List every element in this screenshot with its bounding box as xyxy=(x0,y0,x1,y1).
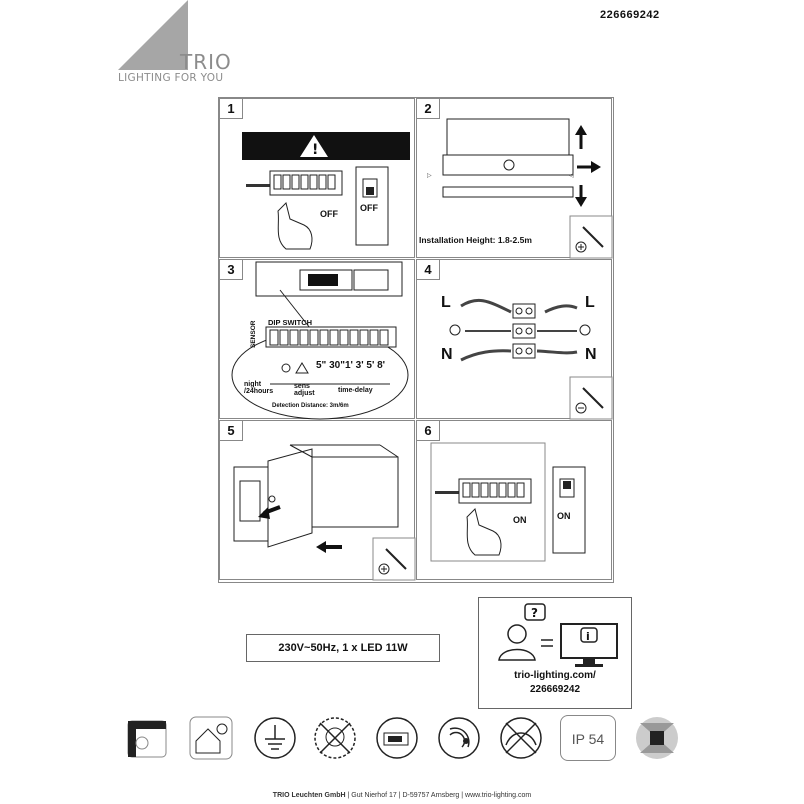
detection-distance: Detection Distance: 3m/6m xyxy=(272,403,349,409)
light-direction-icon xyxy=(636,717,678,759)
step-2: 2 ▷ ◁ Installation Height: 1.8-2.5m xyxy=(416,98,613,259)
svg-text:!: ! xyxy=(312,142,318,158)
dip-switch-illustration xyxy=(231,261,409,420)
support-contact-box: ? i trio-lighting.com/ 226669242 xyxy=(478,597,632,709)
step-number: 4 xyxy=(417,260,440,280)
neutral-label-right: N xyxy=(585,346,597,363)
step-number: 6 xyxy=(417,421,440,441)
on-label-left: ON xyxy=(513,515,527,525)
earth-ground-icon xyxy=(254,717,296,759)
time-delay-values: 5" 30"1' 3' 5' 8' xyxy=(316,360,386,371)
electrical-specs: 230V~50Hz, 1 x LED 11W xyxy=(246,634,440,662)
no-dimmer-icon xyxy=(500,717,542,759)
sensor-label: SENSOR xyxy=(250,320,257,348)
svg-text:?: ? xyxy=(531,606,538,620)
power-on-illustration xyxy=(430,442,586,562)
ip-rating-badge: IP 54 xyxy=(560,715,616,761)
svg-text:▷: ▷ xyxy=(427,172,432,179)
support-url[interactable]: trio-lighting.com/ xyxy=(514,670,596,681)
time-delay-label: time-delay xyxy=(338,387,373,394)
installation-height: Installation Height: 1.8-2.5m xyxy=(419,235,532,245)
mounting-illustration: ▷ ◁ xyxy=(427,118,613,259)
wiring-illustration xyxy=(449,298,613,420)
footer-company: TRIO Leuchten GmbH xyxy=(272,792,346,799)
instruction-grid: 1 ! OFF OFF 2 xyxy=(218,97,614,583)
brand-name: TRIO xyxy=(180,50,232,74)
step-3: 3 DIP SWITCH SENSOR 5" 30"1' 3' 5' 8' xyxy=(219,259,415,420)
power-off-illustration: ! xyxy=(242,132,410,250)
sens-adjust-label: sens adjust xyxy=(294,383,315,397)
trio-logo-triangle-icon xyxy=(118,0,188,70)
svg-text:◁: ◁ xyxy=(569,172,574,179)
step-5: 5 xyxy=(219,420,416,581)
document-id: 226669242 xyxy=(600,9,660,21)
brand-tagline: LIGHTING FOR YOU xyxy=(118,72,224,84)
footer-address: Gut Nierhof 17 xyxy=(351,792,397,799)
certification-icons-row: IP 54 xyxy=(124,715,684,771)
wall-mount-icon xyxy=(127,720,167,758)
dip-switch-title: DIP SWITCH xyxy=(268,318,313,327)
footer-website[interactable]: www.trio-lighting.com xyxy=(465,792,532,799)
neutral-label-left: N xyxy=(441,346,453,363)
motion-sensor-icon xyxy=(438,717,480,759)
svg-text:i: i xyxy=(586,630,590,643)
step-number: 1 xyxy=(220,99,243,119)
live-label-right: L xyxy=(585,294,595,311)
step-number: 3 xyxy=(220,260,243,280)
step-number: 2 xyxy=(417,99,440,119)
off-label-right: OFF xyxy=(360,203,378,213)
step-6: 6 ON ON xyxy=(416,420,612,580)
on-label-right: ON xyxy=(557,511,571,521)
online-support-icon: ? i xyxy=(498,603,618,667)
outdoor-use-icon xyxy=(189,716,233,760)
footer-city: D-59757 Arnsberg xyxy=(402,792,460,799)
step-4: 4 L L N N xyxy=(416,259,613,420)
step-number: 5 xyxy=(220,421,243,441)
driver-not-replaceable-icon xyxy=(376,717,418,759)
step-1: 1 ! OFF OFF xyxy=(219,98,415,258)
attach-housing-illustration xyxy=(233,444,416,581)
company-footer: TRIO Leuchten GmbH | Gut Nierhof 17 | D-… xyxy=(272,792,532,799)
off-label-left: OFF xyxy=(320,209,338,219)
led-not-replaceable-icon xyxy=(314,717,356,759)
support-url-product-id: 226669242 xyxy=(529,684,581,695)
night-24hours-label: night /24hours xyxy=(244,381,274,395)
live-label-left: L xyxy=(441,294,451,311)
